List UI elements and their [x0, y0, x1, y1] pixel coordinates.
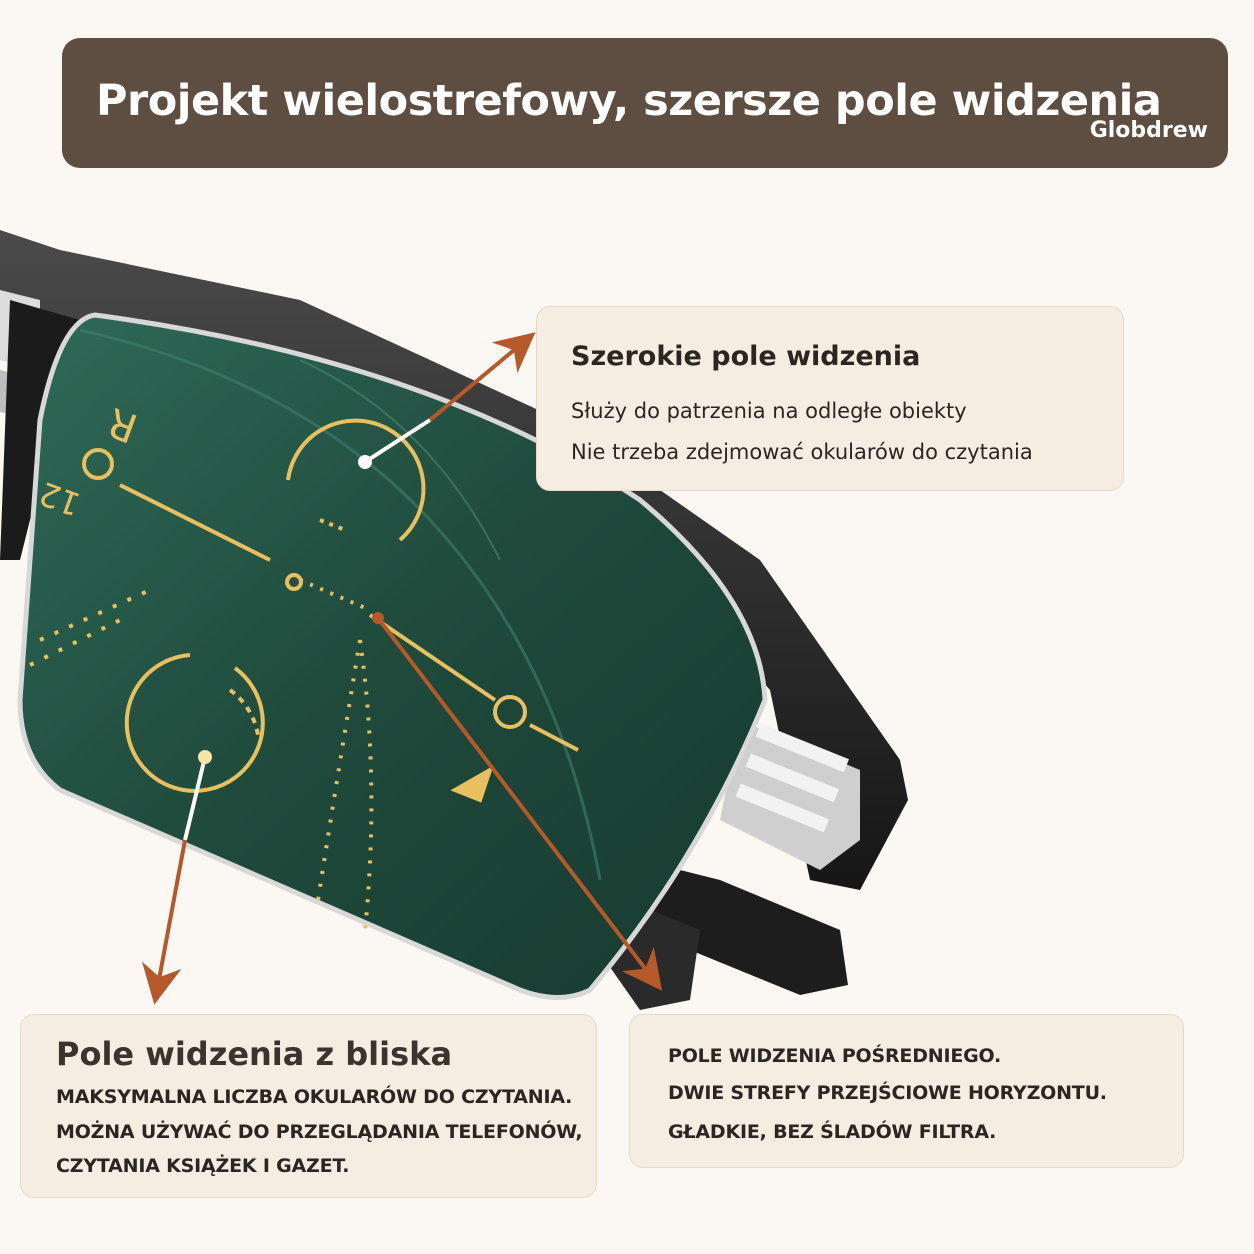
far-vision-line-2: Nie trzeba zdejmować okularów do czytani…: [571, 440, 1033, 464]
far-vision-line-1: Służy do patrzenia na odległe obiekty: [571, 399, 967, 423]
marking-line-top: [119, 483, 271, 562]
marking-circle-mid: [285, 573, 303, 591]
marking-circle-right: [493, 695, 527, 729]
near-point-dot: [198, 750, 212, 764]
near-vision-line-1: MAKSYMALNA LICZBA OKULARÓW DO CZYTANIA.: [56, 1086, 573, 1108]
near-vision-title: Pole widzenia z bliska: [56, 1035, 453, 1073]
near-vision-card: Pole widzenia z bliska MAKSYMALNA LICZBA…: [20, 1014, 597, 1198]
intermediate-vision-line-2: DWIE STREFY PRZEJŚCIOWE HORYZONTU.: [668, 1082, 1107, 1104]
far-arrow: [428, 332, 536, 422]
intermediate-vision-card: POLE WIDZENIA POŚREDNIEGO. DWIE STREFY P…: [629, 1014, 1184, 1168]
intermediate-vision-line-1: POLE WIDZENIA POŚREDNIEGO.: [668, 1045, 1002, 1067]
marking-circle-left: [82, 448, 114, 480]
far-vision-card: Szerokie pole widzenia Służy do patrzeni…: [536, 306, 1124, 491]
marking-line-bottom: [368, 613, 497, 702]
near-zone-circle: [124, 653, 265, 793]
pointers: [141, 332, 663, 1005]
intermediate-vision-line-3: GŁADKIE, BEZ ŚLADÓW FILTRA.: [668, 1121, 997, 1143]
far-vision-title: Szerokie pole widzenia: [571, 341, 921, 372]
brand-name: Globdrew: [1089, 118, 1208, 143]
header-banner: Projekt wielostrefowy, szersze pole widz…: [62, 38, 1228, 168]
near-vision-line-3: CZYTANIA KSIĄŻEK I GAZET.: [56, 1155, 350, 1177]
page-title: Projekt wielostrefowy, szersze pole widz…: [96, 76, 1162, 126]
intermediate-arrow: [376, 616, 663, 991]
hinge: [720, 720, 860, 870]
near-vision-line-2: MOŻNA UŻYWAĆ DO PRZEGLĄDANIA TELEFONÓW,: [56, 1121, 583, 1143]
far-zone-arc: [286, 418, 426, 542]
far-point-dot: [358, 455, 372, 469]
near-arrow: [141, 839, 187, 1005]
